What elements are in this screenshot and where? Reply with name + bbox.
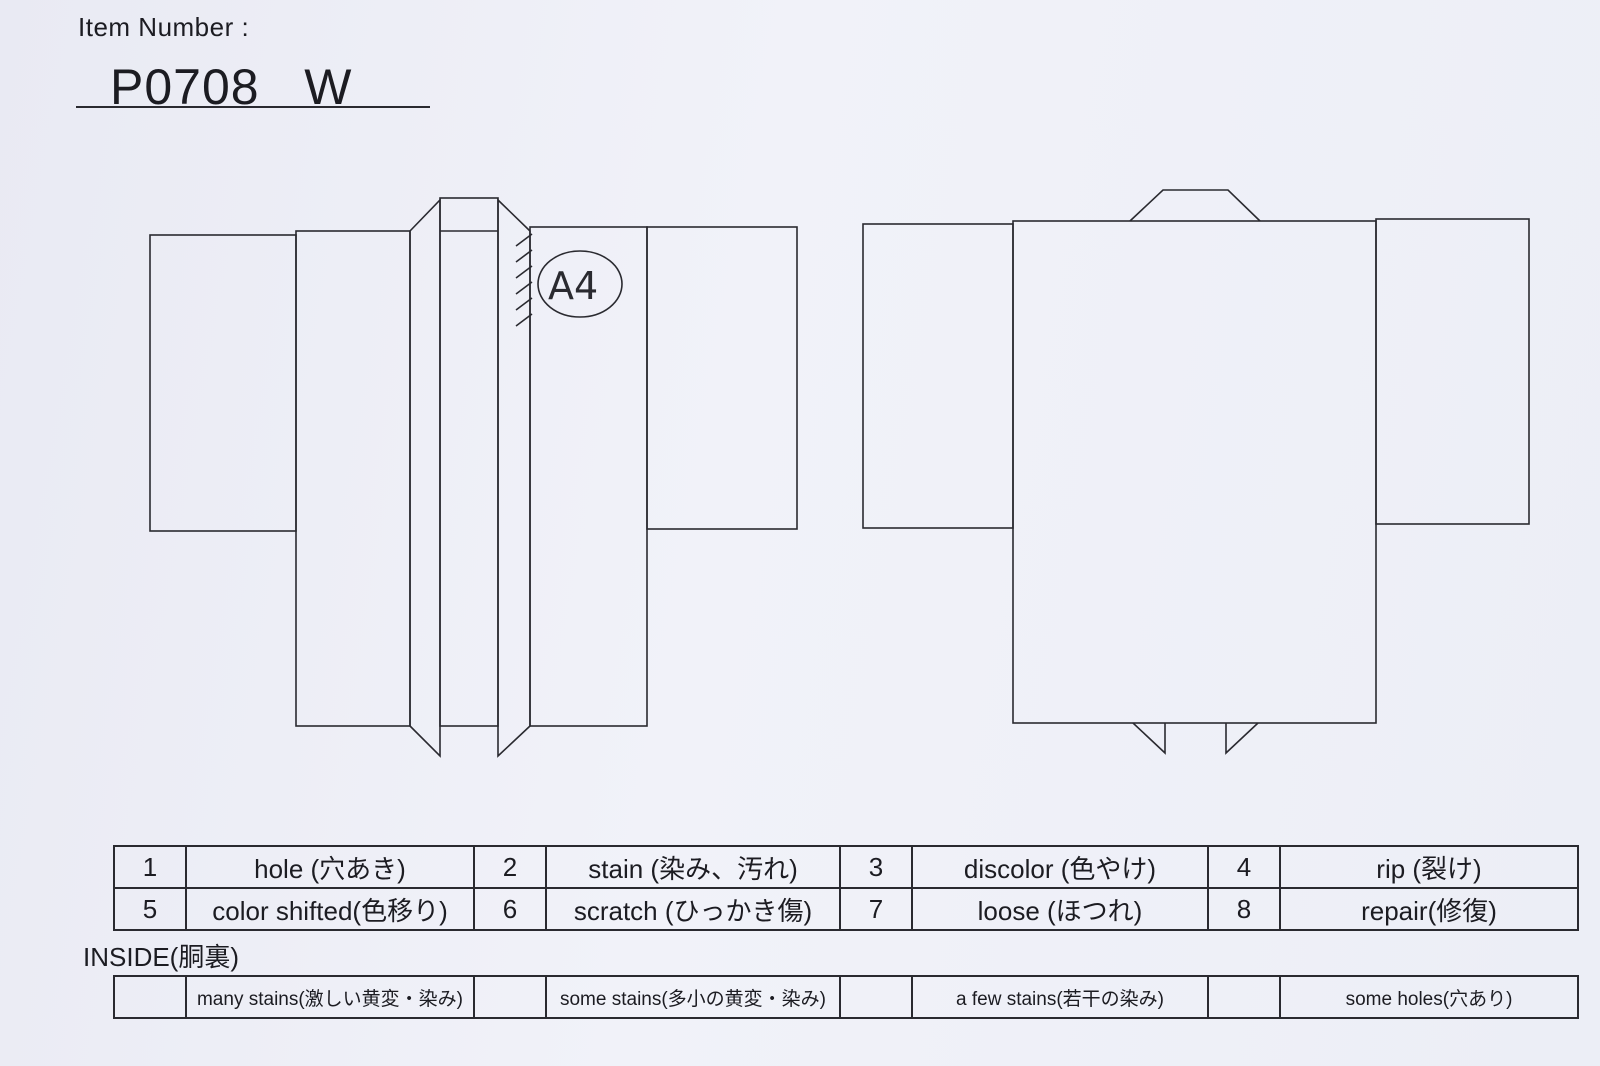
legend-label: scratch (ひっかき傷)	[545, 887, 841, 931]
damage-mark-a4	[515, 233, 623, 327]
hatch-line	[515, 249, 533, 263]
inside-checkbox-cell	[113, 975, 187, 1019]
inside-option: some holes(穴あり)	[1279, 975, 1579, 1019]
inside-option: some stains(多小の黄変・染み)	[545, 975, 841, 1019]
hatch-line	[515, 297, 533, 311]
legend-row: 5 color shifted(色移り) 6 scratch (ひっかき傷) 7…	[113, 887, 1579, 931]
legend-label: repair(修復)	[1279, 887, 1579, 931]
inside-condition-table: many stains(激しい黄変・染み) some stains(多小の黄変・…	[113, 975, 1579, 1019]
legend-number: 1	[113, 845, 187, 889]
legend-number: 8	[1207, 887, 1281, 931]
back-collar	[1129, 189, 1261, 222]
legend-label: discolor (色やけ)	[911, 845, 1209, 889]
garment-diagrams: A4	[149, 189, 1530, 758]
annotation-circle	[537, 250, 623, 318]
legend-number: 3	[839, 845, 913, 889]
legend-number: 5	[113, 887, 187, 931]
legend-label: hole (穴あき)	[185, 845, 475, 889]
front-view-diagram	[149, 197, 798, 758]
legend-number: 4	[1207, 845, 1281, 889]
item-number-value: P0708 W	[110, 59, 353, 115]
back-right-sleeve	[1375, 218, 1530, 525]
front-collar-band	[439, 197, 499, 727]
back-view-diagram	[862, 189, 1530, 755]
inside-option: many stains(激しい黄変・染み)	[185, 975, 475, 1019]
front-left-lapel	[409, 198, 441, 758]
inside-checkbox-cell	[473, 975, 547, 1019]
inside-checkbox-cell	[1207, 975, 1281, 1019]
item-number-underline	[76, 106, 430, 108]
inside-option: a few stains(若干の染み)	[911, 975, 1209, 1019]
back-left-tab	[1132, 722, 1166, 755]
inside-row: many stains(激しい黄変・染み) some stains(多小の黄変・…	[113, 975, 1579, 1019]
item-number-label: Item Number :	[78, 12, 250, 42]
inside-checkbox-cell	[839, 975, 913, 1019]
hatch-line	[515, 265, 533, 279]
front-right-sleeve	[646, 226, 798, 530]
legend-number: 2	[473, 845, 547, 889]
front-left-body	[295, 230, 411, 727]
inside-section-label: INSIDE(胴裏)	[83, 942, 240, 972]
back-right-tab	[1225, 722, 1259, 755]
damage-legend-table: 1 hole (穴あき) 2 stain (染み、汚れ) 3 discolor …	[113, 845, 1579, 931]
legend-label: stain (染み、汚れ)	[545, 845, 841, 889]
legend-label: rip (裂け)	[1279, 845, 1579, 889]
annotation-text: A4	[548, 264, 598, 308]
legend-label: loose (ほつれ)	[911, 887, 1209, 931]
hatch-line	[515, 313, 533, 327]
back-body	[1012, 220, 1377, 724]
legend-number: 7	[839, 887, 913, 931]
legend-number: 6	[473, 887, 547, 931]
hatch-line	[515, 281, 533, 295]
back-left-sleeve	[862, 223, 1014, 529]
legend-row: 1 hole (穴あき) 2 stain (染み、汚れ) 3 discolor …	[113, 845, 1579, 889]
front-right-lapel	[497, 198, 531, 758]
hatch-line	[515, 233, 533, 247]
legend-label: color shifted(色移り)	[185, 887, 475, 931]
front-left-sleeve	[149, 234, 297, 532]
